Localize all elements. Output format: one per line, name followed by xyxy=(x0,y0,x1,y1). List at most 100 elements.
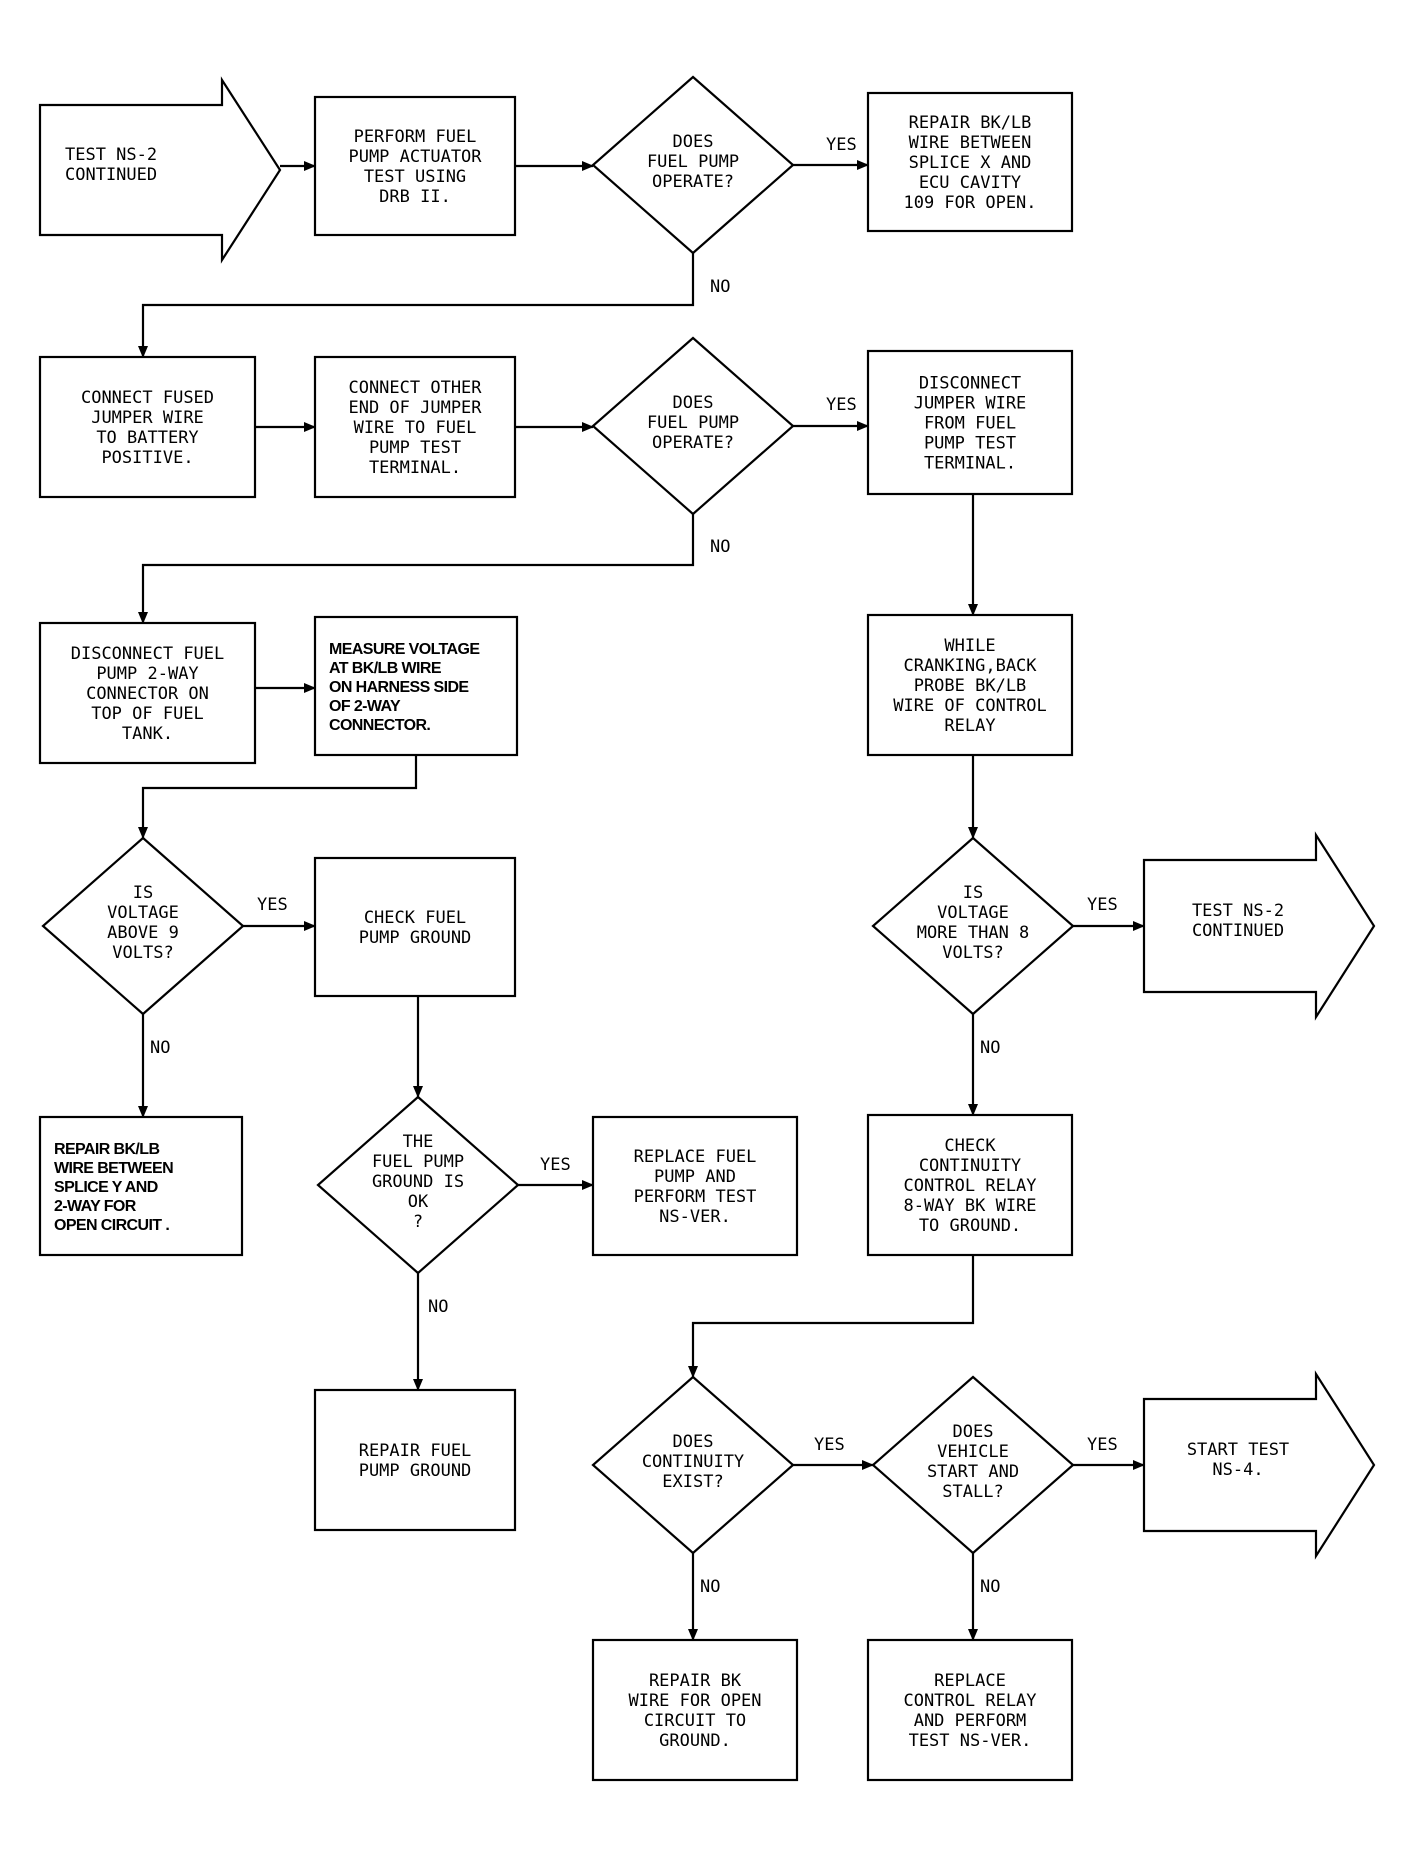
node-dec_volt9-line: IS xyxy=(133,883,153,903)
node-while_cranking-line: WIRE OF CONTROL xyxy=(893,696,1047,716)
node-while_cranking-box xyxy=(866,613,1074,757)
node-check_continuity-line: CONTINUITY xyxy=(919,1156,1021,1176)
node-dec_pump1-diamond xyxy=(591,75,795,255)
node-perform_actuator-box xyxy=(313,95,517,237)
node-repair_bklb_y-line: 2-WAY FOR xyxy=(54,1198,137,1215)
node-perform_actuator-line: TEST USING xyxy=(364,167,466,187)
node-dec_continuity-line: EXIST? xyxy=(662,1472,723,1492)
node-repair_ground-line: PUMP GROUND xyxy=(359,1461,472,1481)
edge-label-yes: YES xyxy=(1087,1435,1118,1455)
node-cont_ns2-line: CONTINUED xyxy=(1192,921,1284,941)
edge-label-no: NO xyxy=(710,277,730,297)
node-dec_pump1-line: FUEL PUMP xyxy=(647,152,739,172)
node-replace_relay-line: REPLACE xyxy=(934,1671,1006,1691)
node-dec_pump2-diamond xyxy=(591,336,795,516)
node-disconnect_2way-line: DISCONNECT FUEL xyxy=(71,644,225,664)
node-connect_fused-line: POSITIVE. xyxy=(101,448,193,468)
edge-label-yes: YES xyxy=(826,135,857,155)
node-connect_fused-box xyxy=(38,355,257,499)
edge-label-yes: YES xyxy=(540,1155,571,1175)
node-connect_other-line: END OF JUMPER xyxy=(348,398,482,418)
node-replace_pump-line: NS-VER. xyxy=(659,1207,731,1227)
node-repair_bklb_y-line: REPAIR BK/LB xyxy=(54,1141,159,1158)
node-repair_bklb_x-line: 109 FOR OPEN. xyxy=(903,193,1036,213)
node-connect_other-line: PUMP TEST xyxy=(369,438,461,458)
node-repair_bk-line: GROUND. xyxy=(659,1731,731,1751)
node-repair_bk-box xyxy=(591,1638,799,1782)
node-perform_actuator-line: PERFORM FUEL xyxy=(354,127,477,147)
edge-label-no: NO xyxy=(710,537,730,557)
node-replace_pump-line: PUMP AND xyxy=(654,1167,736,1187)
node-dec_pump2-line: DOES xyxy=(673,393,714,413)
node-measure_voltage-box xyxy=(313,615,519,757)
node-start_ns4-arrow xyxy=(1142,1370,1376,1560)
edge-label-no: NO xyxy=(980,1577,1000,1597)
node-check_continuity-box xyxy=(866,1113,1074,1257)
node-measure_voltage-line: AT BK/LB WIRE xyxy=(329,660,442,677)
node-measure_voltage-line: ON HARNESS SIDE xyxy=(329,679,469,696)
node-repair_bklb_y-line: WIRE BETWEEN xyxy=(54,1160,173,1177)
node-dec_pump2-line: OPERATE? xyxy=(652,433,734,453)
node-connect_other-line: TERMINAL. xyxy=(369,458,461,478)
node-replace_relay-line: AND PERFORM xyxy=(914,1711,1027,1731)
node-repair_bklb_y-line: OPEN CIRCUIT . xyxy=(54,1217,169,1234)
node-disconnect_jumper-line: PUMP TEST xyxy=(924,434,1016,454)
node-dec_volt8-line: IS xyxy=(963,883,983,903)
node-connect_fused-line: JUMPER WIRE xyxy=(91,408,204,428)
node-connect_other-line: WIRE TO FUEL xyxy=(354,418,477,438)
node-replace_pump-line: REPLACE FUEL xyxy=(634,1147,757,1167)
node-dec_volt8-line: MORE THAN 8 xyxy=(917,923,1030,943)
node-dec_volt8-line: VOLTS? xyxy=(942,943,1003,963)
node-check_ground-line: CHECK FUEL xyxy=(364,908,466,928)
node-replace_relay-line: TEST NS-VER. xyxy=(909,1731,1032,1751)
node-replace_relay-line: CONTROL RELAY xyxy=(903,1691,1036,1711)
node-repair_bklb_y-line: SPLICE Y AND xyxy=(54,1179,158,1196)
node-while_cranking-line: PROBE BK/LB xyxy=(914,676,1027,696)
node-check_continuity-line: CHECK xyxy=(944,1136,996,1156)
node-repair_bklb_y: REPAIR BK/LB WIRE BETWEEN SPLICE Y AND 2-WA… xyxy=(38,1115,244,1257)
edge-label-no: NO xyxy=(700,1577,720,1597)
node-measure_voltage-line: CONNECTOR. xyxy=(329,717,430,734)
node-dec_ground-diamond xyxy=(316,1095,520,1275)
edge-label-yes: YES xyxy=(1087,895,1118,915)
node-repair_bklb_x-line: ECU CAVITY xyxy=(919,173,1021,193)
node-perform_actuator-line: PUMP ACTUATOR xyxy=(348,147,482,167)
node-dec_volt8-line: VOLTAGE xyxy=(937,903,1009,923)
edge-label-yes: YES xyxy=(257,895,288,915)
node-dec_pump1-line: OPERATE? xyxy=(652,172,734,192)
node-disconnect_2way-line: TOP OF FUEL xyxy=(91,704,204,724)
node-connect_other-line: CONNECT OTHER xyxy=(348,378,482,398)
node-perform_actuator-line: DRB II. xyxy=(379,187,451,207)
node-replace_pump-line: PERFORM TEST xyxy=(634,1187,757,1207)
node-check_continuity-line: CONTROL RELAY xyxy=(903,1176,1036,1196)
node-while_cranking-line: WHILE xyxy=(944,636,995,656)
node-connect_fused-line: CONNECT FUSED xyxy=(81,388,214,408)
node-disconnect_2way-line: CONNECTOR ON xyxy=(86,684,209,704)
node-check_ground-box xyxy=(313,856,517,998)
node-dec_continuity-line: DOES xyxy=(673,1432,714,1452)
node-replace_relay-box xyxy=(866,1638,1074,1782)
node-dec_ground-line: GROUND IS xyxy=(372,1172,464,1192)
node-disconnect_jumper-line: FROM FUEL xyxy=(924,414,1016,434)
node-cont_ns2-arrow xyxy=(1142,831,1376,1021)
node-dec_ground-line: THE xyxy=(403,1132,434,1152)
node-replace_pump-box xyxy=(591,1115,799,1257)
node-dec_pump1-line: DOES xyxy=(673,132,714,152)
node-repair_ground-line: REPAIR FUEL xyxy=(359,1441,472,1461)
